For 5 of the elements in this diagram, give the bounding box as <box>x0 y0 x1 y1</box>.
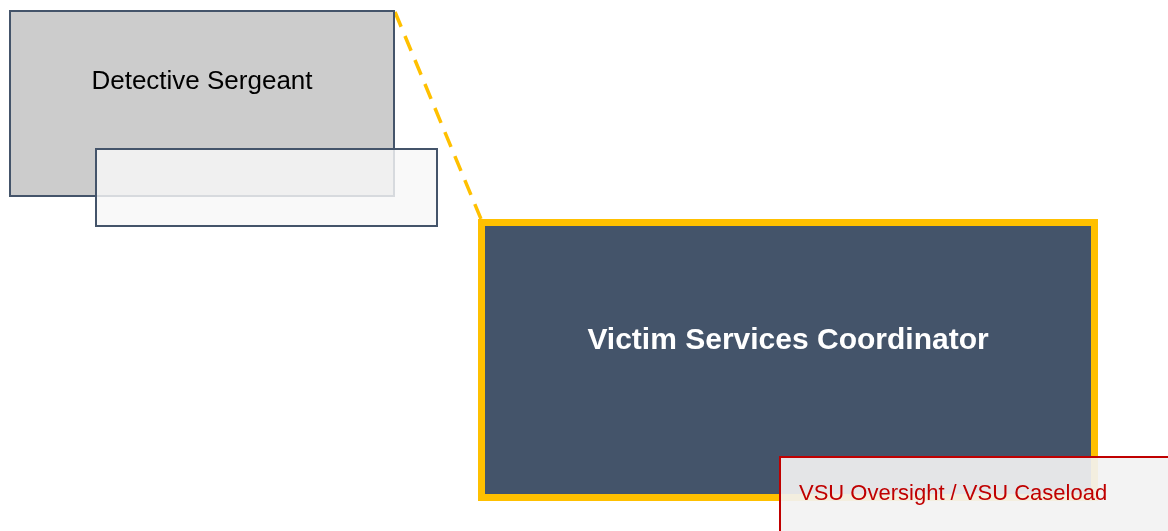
responsibility-box <box>779 456 1168 531</box>
responsibility-label: VSU Oversight / VSU Caseload <box>799 480 1108 506</box>
role-title: Detective Sergeant <box>91 65 313 96</box>
overlay-box <box>95 148 438 227</box>
role-title: Victim Services Coordinator <box>587 322 989 356</box>
